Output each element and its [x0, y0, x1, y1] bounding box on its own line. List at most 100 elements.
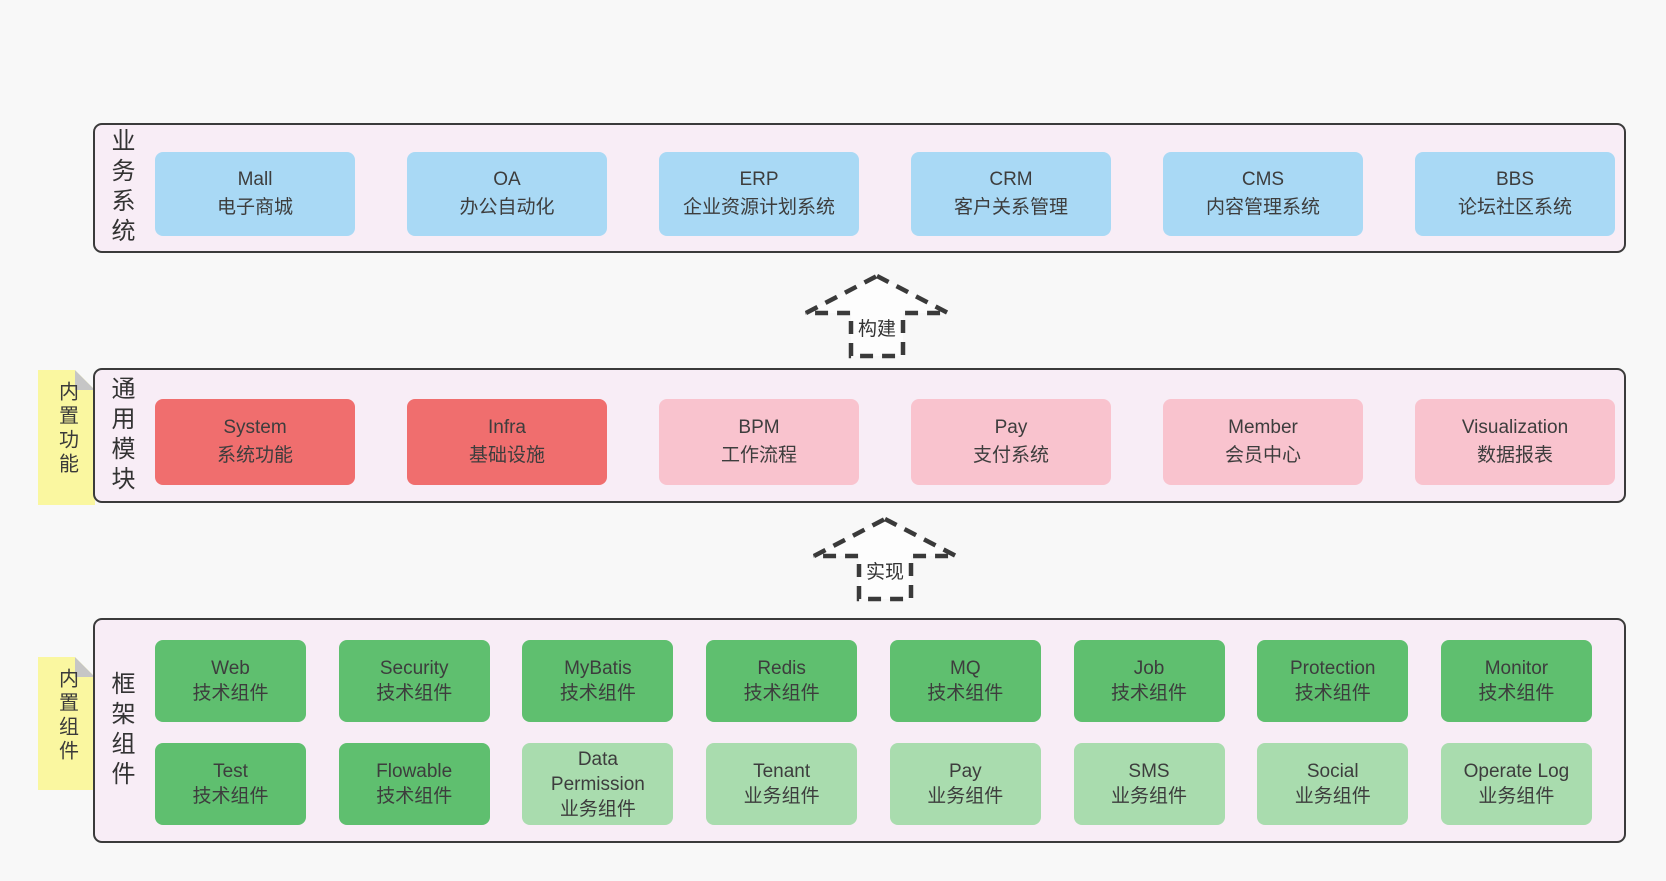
box-title: Pay [994, 417, 1028, 438]
box-row: System 系统功能 Infra 基础设施 BPM 工作流程 Pay 支付系统… [155, 399, 1615, 485]
box-title: Operate Log [1463, 761, 1570, 782]
box-test: Test 技术组件 [155, 743, 306, 825]
folded-corner-icon [75, 370, 95, 390]
band-common-modules: 通用模块 System 系统功能 Infra 基础设施 BPM 工作流程 Pay… [93, 368, 1626, 503]
box-mybatis: MyBatis 技术组件 [522, 640, 674, 722]
box-subtitle: 工作流程 [720, 445, 797, 466]
box-subtitle: 技术组件 [192, 786, 269, 807]
box-mq: MQ 技术组件 [889, 640, 1041, 722]
box-title: Data Permission [550, 748, 645, 795]
box-subtitle: 业务组件 [1111, 786, 1188, 807]
box-title: BBS [1495, 169, 1535, 190]
box-title: Tenant [753, 761, 811, 782]
box-title: Social [1306, 761, 1359, 782]
band-label: 通用模块 [107, 375, 134, 496]
box-subtitle: 业务组件 [927, 786, 1004, 807]
implement-arrow: 实现 [810, 516, 960, 602]
box-title: Member [1228, 417, 1298, 438]
box-web: Web 技术组件 [155, 640, 306, 722]
box-visualization: Visualization 数据报表 [1415, 399, 1615, 485]
box-subtitle: 技术组件 [559, 683, 636, 704]
box-infra: Infra 基础设施 [407, 399, 607, 485]
box-title: Flowable [376, 761, 453, 782]
box-subtitle: 基础设施 [468, 445, 545, 466]
box-row: Test 技术组件 Flowable 技术组件 Data Permission … [155, 743, 1592, 825]
box-title: MyBatis [564, 658, 632, 679]
box-subtitle: 业务组件 [1478, 786, 1555, 807]
box-subtitle: 客户关系管理 [953, 197, 1068, 218]
band-label: 业务系统 [107, 128, 134, 248]
box-subtitle: 支付系统 [972, 445, 1049, 466]
box-subtitle: 企业资源计划系统 [682, 197, 835, 218]
box-subtitle: 业务组件 [743, 786, 820, 807]
sticky-note-built-in-functions: 内置功能 [38, 370, 95, 505]
box-data-permission: Data Permission 业务组件 [522, 743, 674, 825]
arrow-label: 实现 [864, 557, 906, 584]
sticky-note-label: 内置组件 [55, 668, 78, 764]
box-row: Web 技术组件 Security 技术组件 MyBatis 技术组件 Redi… [155, 640, 1592, 722]
box-title: Redis [757, 658, 806, 679]
box-subtitle: 内容管理系统 [1205, 197, 1320, 218]
box-subtitle: 办公自动化 [459, 197, 555, 218]
box-subtitle: 技术组件 [743, 683, 820, 704]
box-title: CRM [989, 169, 1033, 190]
box-row: Mall 电子商城 OA 办公自动化 ERP 企业资源计划系统 CRM 客户关系… [155, 152, 1615, 236]
box-bpm: BPM 工作流程 [659, 399, 859, 485]
box-job: Job 技术组件 [1073, 640, 1225, 722]
box-title: CMS [1241, 169, 1285, 190]
box-title: BPM [738, 417, 780, 438]
box-title: Job [1133, 658, 1165, 679]
arrow-label: 构建 [856, 314, 898, 341]
box-title: Security [379, 658, 449, 679]
box-subtitle: 技术组件 [1111, 683, 1188, 704]
box-oa: OA 办公自动化 [407, 152, 607, 236]
box-mall: Mall 电子商城 [155, 152, 355, 236]
box-title: Web [211, 658, 250, 679]
sticky-note-label: 内置功能 [55, 381, 78, 477]
build-arrow: 构建 [802, 273, 952, 359]
box-sms: SMS 业务组件 [1073, 743, 1225, 825]
box-title: Monitor [1484, 658, 1549, 679]
box-tenant: Tenant 业务组件 [706, 743, 858, 825]
box-title: Pay [948, 761, 982, 782]
box-subtitle: 业务组件 [1294, 786, 1371, 807]
box-subtitle: 技术组件 [192, 683, 269, 704]
box-subtitle: 电子商城 [216, 197, 293, 218]
box-title: SMS [1128, 761, 1170, 782]
box-bbs: BBS 论坛社区系统 [1415, 152, 1615, 236]
band-framework-components: 框架组件 Web 技术组件 Security 技术组件 MyBatis 技术组件… [93, 618, 1626, 843]
box-title: System [223, 417, 287, 438]
box-title: OA [493, 169, 521, 190]
folded-corner-icon [75, 657, 95, 677]
box-member: Member 会员中心 [1163, 399, 1363, 485]
box-subtitle: 技术组件 [376, 786, 453, 807]
band-label: 框架组件 [107, 670, 134, 791]
box-redis: Redis 技术组件 [706, 640, 858, 722]
box-flowable: Flowable 技术组件 [338, 743, 490, 825]
box-pay: Pay 支付系统 [911, 399, 1111, 485]
box-subtitle: 论坛社区系统 [1457, 197, 1572, 218]
box-subtitle: 技术组件 [376, 683, 453, 704]
box-operate-log: Operate Log 业务组件 [1440, 743, 1592, 825]
box-title: Visualization [1461, 417, 1569, 438]
box-subtitle: 技术组件 [1478, 683, 1555, 704]
box-security: Security 技术组件 [338, 640, 490, 722]
sticky-note-built-in-components: 内置组件 [38, 657, 95, 790]
box-title: Infra [487, 417, 527, 438]
box-system: System 系统功能 [155, 399, 355, 485]
box-title: Protection [1289, 658, 1376, 679]
box-title: Test [213, 761, 248, 782]
box-protection: Protection 技术组件 [1257, 640, 1409, 722]
box-subtitle: 会员中心 [1224, 445, 1301, 466]
box-subtitle: 数据报表 [1476, 445, 1553, 466]
box-title: ERP [739, 169, 779, 190]
box-title: MQ [950, 658, 981, 679]
box-subtitle: 业务组件 [559, 798, 636, 820]
box-subtitle: 系统功能 [216, 445, 293, 466]
box-cms: CMS 内容管理系统 [1163, 152, 1363, 236]
box-pay-business: Pay 业务组件 [889, 743, 1041, 825]
box-title: Mall [237, 169, 273, 190]
box-erp: ERP 企业资源计划系统 [659, 152, 859, 236]
box-subtitle: 技术组件 [1294, 683, 1371, 704]
